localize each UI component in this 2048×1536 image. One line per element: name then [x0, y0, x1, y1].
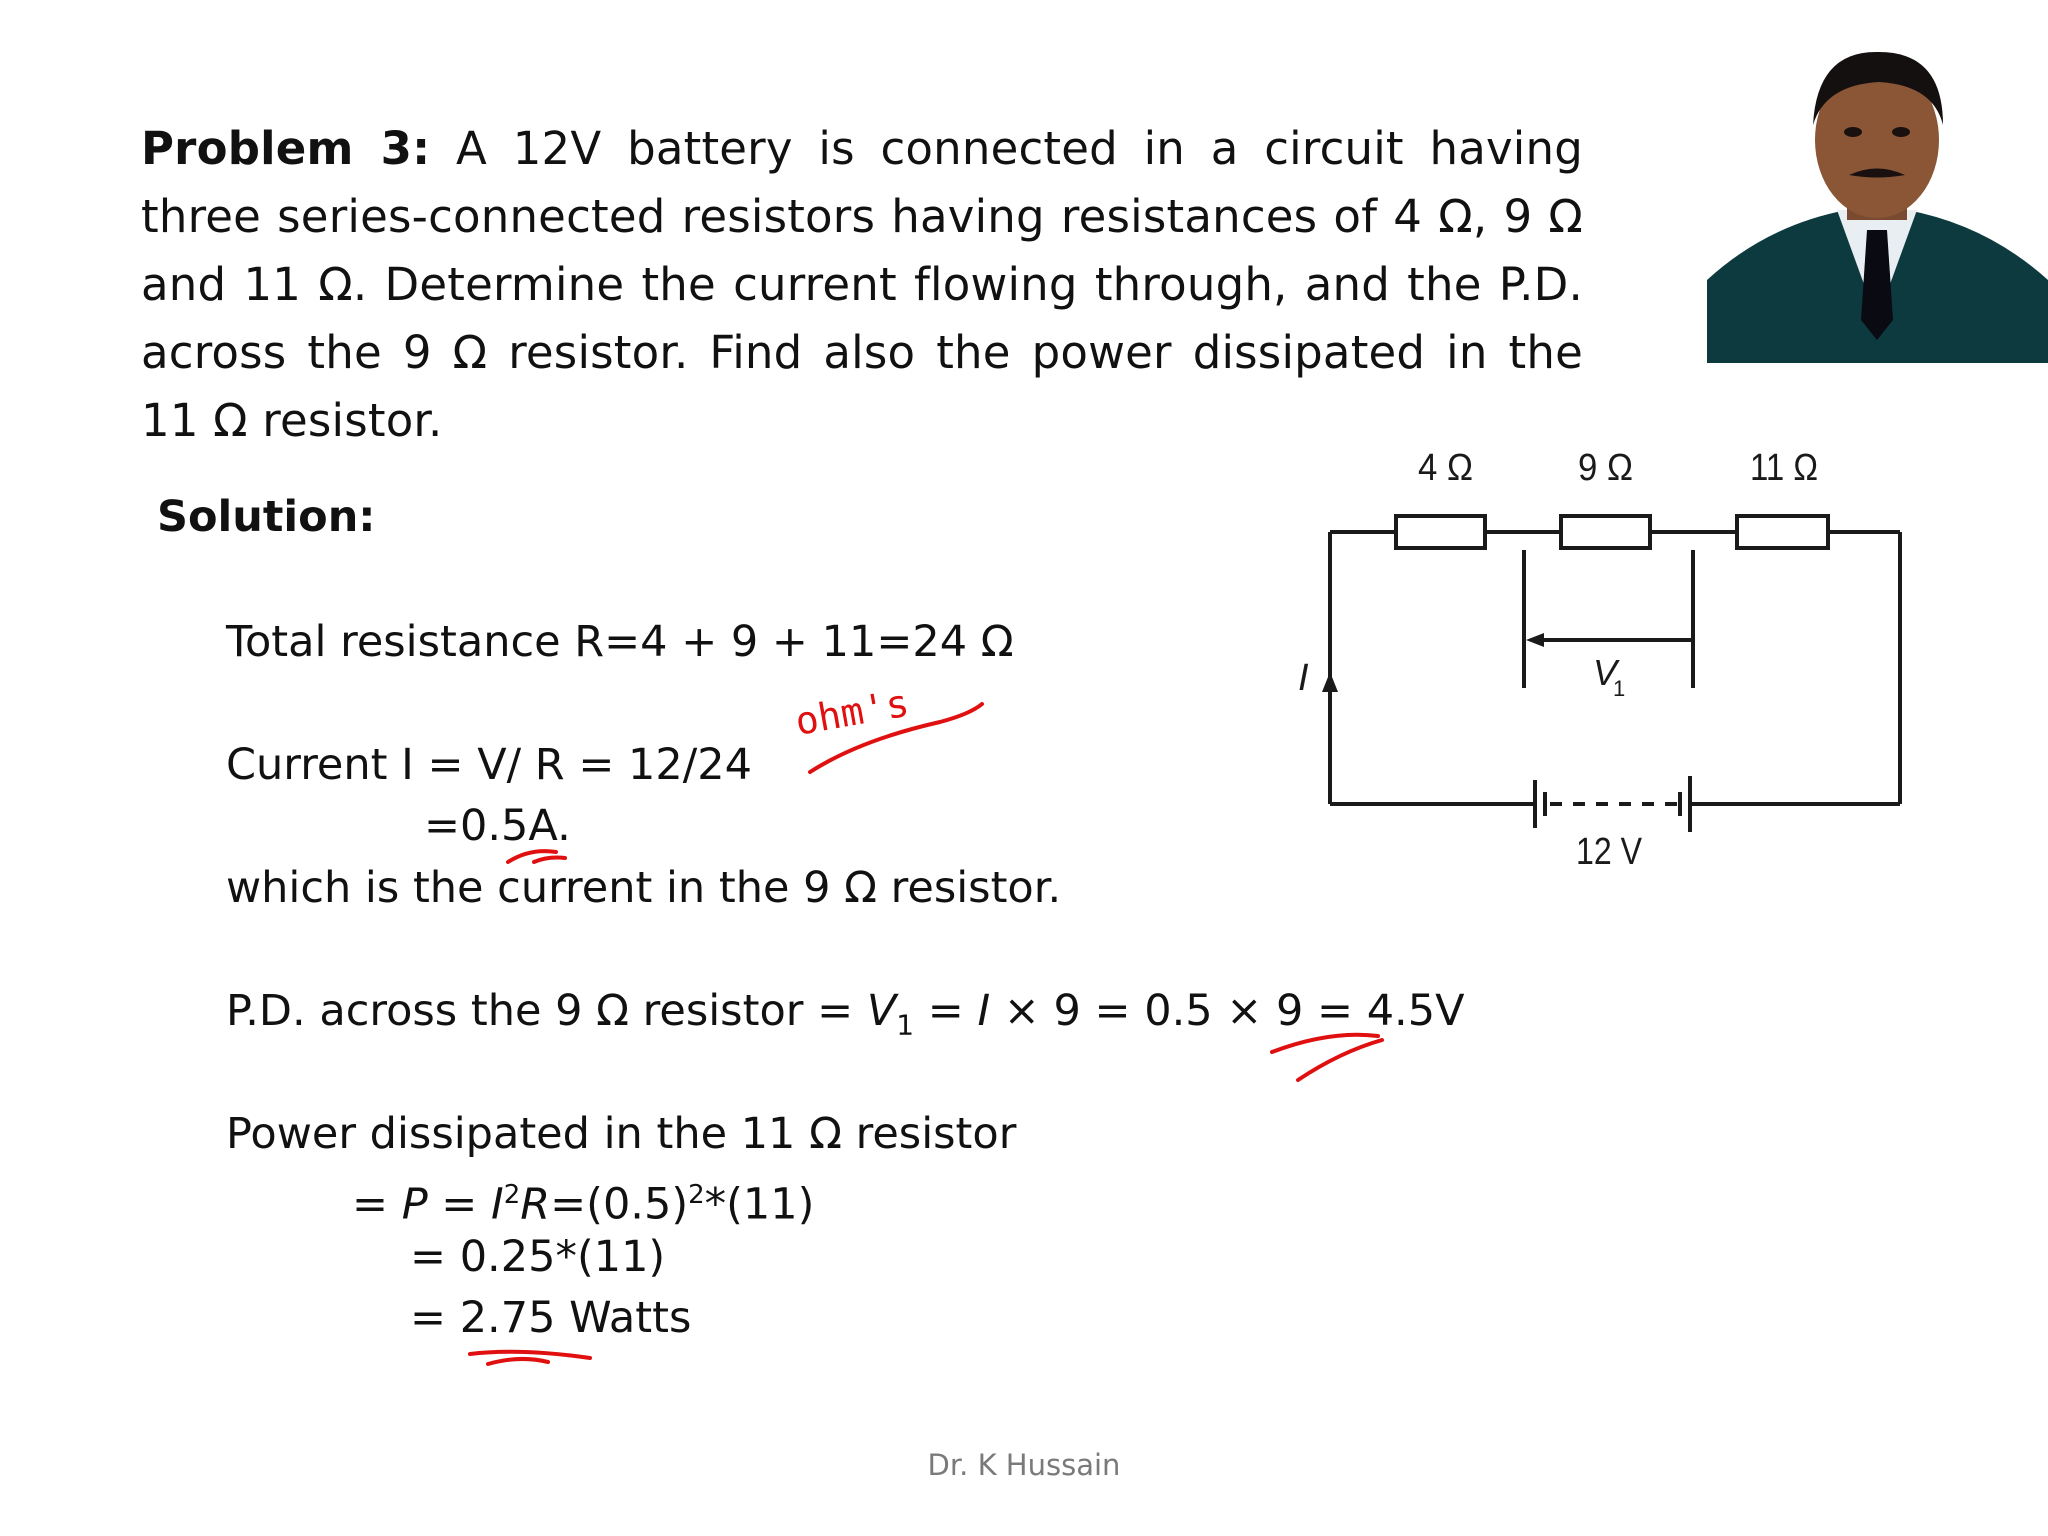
pd-i-symbol: I [977, 986, 991, 1036]
power-i-sup: 2 [503, 1180, 521, 1210]
resistor-9-ohm [1559, 514, 1652, 550]
current-arrow-head [1322, 672, 1338, 692]
power-eq-tail: =(0.5) [550, 1179, 689, 1230]
circuit-diagram: 4 Ω 9 Ω 11 Ω I V 1 12 V [1298, 447, 1902, 873]
resistor-4-ohm [1394, 514, 1487, 550]
resistor-11-ohm [1735, 514, 1830, 550]
v1-label: V [1593, 652, 1620, 693]
power-p-symbol: P [401, 1179, 428, 1230]
annotation-underline-watts [468, 1349, 592, 1366]
current-label: I [1298, 657, 1309, 699]
current-result: =0.5A. [424, 801, 571, 851]
power-r-symbol: R [520, 1179, 551, 1230]
resistor-label-4: 4 Ω [1418, 447, 1473, 489]
solution-heading: Solution: [157, 492, 376, 542]
handwritten-ohms-note: ohm's [792, 681, 912, 744]
problem-statement: Problem 3: A 12V battery is connected in… [141, 115, 1583, 455]
resistor-label-9: 9 Ω [1578, 447, 1633, 489]
pd-rest: × 9 = 0.5 × 9 = 4.5V [990, 986, 1465, 1036]
power-tail-sup: 2 [688, 1180, 705, 1210]
pd-equals: = [914, 986, 978, 1036]
pd-equation: P.D. across the 9 Ω resistor = V1 = I × … [226, 983, 1465, 1054]
power-eq-prefix: = [352, 1179, 402, 1230]
power-formula: = P = I2R=(0.5)2*(11) [352, 1167, 814, 1232]
pd-v-symbol: V [866, 986, 897, 1036]
problem-text: A 12V battery is connected in a circuit … [141, 122, 1583, 447]
current-note: which is the current in the 9 Ω resistor… [226, 863, 1062, 913]
pd-v-subscript: 1 [896, 1008, 915, 1042]
annotation-underline-ohms [808, 702, 984, 774]
footer-author: Dr. K Hussain [927, 1448, 1121, 1482]
power-eq-mid: = [427, 1179, 492, 1230]
author-photo [1707, 30, 2048, 363]
current-equation: Current I = V/ R = 12/24 [226, 740, 752, 790]
resistor-label-11: 11 Ω [1750, 447, 1818, 489]
power-step-3: = 2.75 Watts [410, 1293, 692, 1343]
total-resistance: Total resistance R=4 + 9 + 11=24 Ω [226, 617, 1014, 667]
power-eq-end: *(11) [704, 1179, 815, 1230]
v1-subscript: 1 [1613, 676, 1625, 701]
voltage-arrow-head [1526, 633, 1544, 647]
power-i-symbol: I [491, 1179, 504, 1230]
power-step-2: = 0.25*(11) [410, 1232, 666, 1282]
problem-label: Problem 3: [141, 122, 431, 175]
battery-label: 12 V [1576, 831, 1643, 873]
pd-prefix: P.D. across the 9 Ω resistor = [226, 986, 867, 1036]
power-heading: Power dissipated in the 11 Ω resistor [226, 1109, 1017, 1159]
